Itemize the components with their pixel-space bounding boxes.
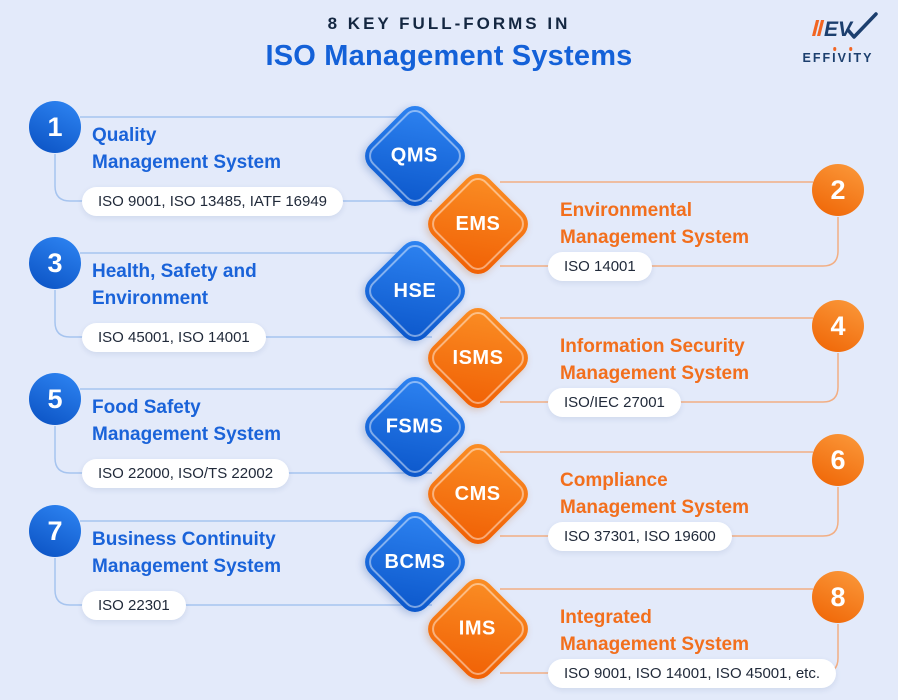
item-2-title: Environmental Management System: [560, 200, 750, 248]
diamond-hse-label: HSE: [393, 279, 437, 302]
item-7-title: Business Continuity Management System: [92, 529, 282, 577]
item-8-title: Integrated Management System: [560, 607, 750, 655]
item-4-number: 4: [830, 310, 846, 341]
item-7-standards-pill: ISO 22301: [82, 591, 186, 620]
item-8-number: 8: [830, 581, 846, 612]
item-2-number: 2: [830, 174, 846, 205]
item-1-standards-pill: ISO 9001, ISO 13485, IATF 16949: [82, 187, 344, 216]
page-title: ISO Management Systems: [265, 40, 633, 72]
effivity-logo: EV EFFIVITY: [790, 12, 886, 65]
item-1-number-badge: 1: [29, 101, 81, 153]
item-4-title: Information Security Management System: [560, 336, 750, 384]
diamond-cms-label: CMS: [455, 482, 501, 505]
item-8-number-badge: 8: [812, 571, 864, 623]
diamond-isms-label: ISMS: [452, 346, 504, 369]
item-2-standards-pill: ISO 14001: [548, 252, 652, 281]
item-6-number-badge: 6: [812, 434, 864, 486]
diamond-fsms-label: FSMS: [386, 415, 444, 438]
item-5-number-badge: 5: [29, 373, 81, 425]
item-7-number-badge: 7: [29, 505, 81, 557]
item-1-number: 1: [47, 111, 63, 142]
item-8-standards-pill: ISO 9001, ISO 14001, ISO 45001, etc.: [548, 659, 836, 688]
item-7-number: 7: [47, 515, 63, 546]
item-4-number-badge: 4: [812, 300, 864, 352]
diamond-qms-label: QMS: [391, 144, 439, 167]
item-6-title: Compliance Management System: [560, 470, 750, 518]
item-5-title: Food Safety Management System: [92, 397, 282, 445]
item-6-number: 6: [830, 444, 846, 475]
item-3-title: Health, Safety and Environment: [92, 261, 257, 309]
diamond-ims-label: IMS: [459, 617, 497, 640]
svg-text:EV: EV: [824, 18, 854, 41]
item-1-title: Quality Management System: [92, 125, 282, 173]
diamond-ems-label: EMS: [455, 212, 501, 235]
item-3-standards-pill: ISO 45001, ISO 14001: [82, 323, 266, 352]
item-3-number-badge: 3: [29, 237, 81, 289]
item-4-standards-pill: ISO/IEC 27001: [548, 388, 681, 417]
effivity-wordmark: EFFIVITY: [802, 51, 874, 65]
header: 8 KEY FULL-FORMS IN ISO Management Syste…: [0, 14, 898, 73]
diamond-bcms-label: BCMS: [384, 550, 446, 573]
item-5-number: 5: [47, 383, 63, 414]
item-3-number: 3: [47, 247, 63, 278]
item-5-standards-pill: ISO 22000, ISO/TS 22002: [82, 459, 290, 488]
item-2-number-badge: 2: [812, 164, 864, 216]
item-6-standards-pill: ISO 37301, ISO 19600: [548, 522, 732, 551]
effivity-logo-mark: EV: [812, 12, 878, 41]
header-kicker: 8 KEY FULL-FORMS IN: [327, 14, 571, 33]
